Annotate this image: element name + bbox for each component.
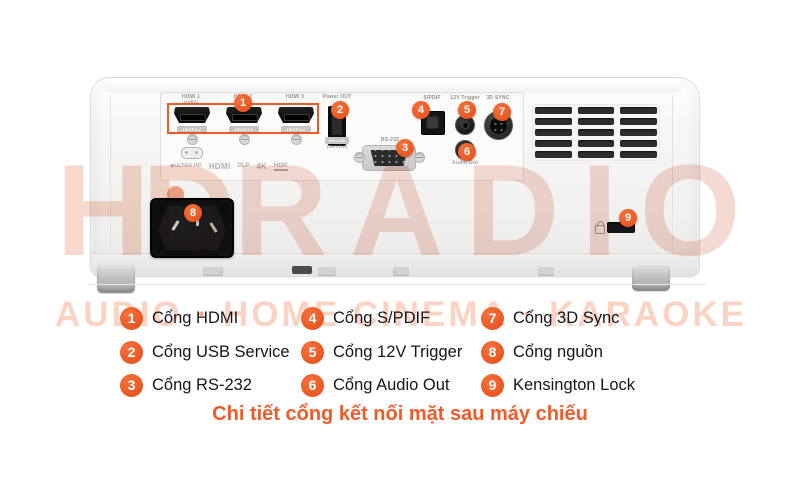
legend-num-2: 2	[120, 340, 143, 364]
legend-label-1: Cổng HDMI	[152, 308, 239, 327]
legend-label-5: Cổng 12V Trigger	[333, 342, 463, 361]
legend-num-9: 9	[481, 373, 504, 397]
hdmi-port-1	[174, 107, 210, 123]
bottom-tab	[393, 267, 409, 276]
hdr-logo: HDR	[273, 161, 288, 171]
callout-7: 7	[493, 103, 511, 121]
callout-4: 4	[412, 101, 430, 119]
hdmi1-label: HDMI 1	[181, 94, 201, 100]
legend-item-3: 3 Cổng RS-232	[120, 373, 252, 397]
tagline-karaoke: KARAOKE	[549, 295, 747, 334]
legend-num-4: 4	[301, 306, 324, 330]
3d-sync-label: 3D SYNC	[486, 95, 510, 101]
legend-label-2: Cổng USB Service	[152, 342, 290, 361]
logo-row: ◆ULTRA HD HDMI DLP 4K HDR	[170, 160, 320, 172]
hdcp-label-2: HDCP 2.2	[229, 126, 259, 133]
hdmi-logo: HDMI	[208, 161, 231, 171]
hdmi-port-2	[226, 107, 262, 123]
legend-num-3: 3	[120, 373, 143, 397]
projector-foot-left	[97, 265, 135, 293]
legend-label-4: Cổng S/PDIF	[333, 308, 431, 327]
bottom-knob	[292, 266, 312, 274]
screw-hole-icon	[187, 134, 198, 145]
projector-top-edge	[104, 79, 684, 93]
usb-spec-label: 5V=1.5A	[325, 137, 349, 144]
legend-label-8: Cổng nguồn	[513, 342, 603, 361]
panel-seam-right	[672, 95, 673, 253]
hdmi-port-3	[278, 107, 314, 123]
gamepad-icon	[181, 147, 203, 159]
legend-num-6: 6	[301, 373, 324, 397]
hdcp-label-3: HDCP 2.2	[281, 126, 311, 133]
image-caption: Chi tiết cổng kết nối mặt sau máy chiếu	[212, 403, 588, 425]
bottom-tab	[538, 267, 554, 276]
legend-label-7: Cổng 3D Sync	[513, 308, 620, 327]
power-out-label: Power OUT	[322, 94, 352, 100]
callout-8: 8	[184, 204, 202, 222]
hdmi3-label: HDMI 3	[285, 94, 305, 100]
panel-seam-left	[110, 95, 111, 253]
callout-2: 2	[331, 101, 349, 119]
bottom-tab	[203, 267, 223, 276]
spdif-port	[421, 111, 445, 135]
callout-9: 9	[619, 209, 637, 227]
kensington-lock-slot	[607, 222, 635, 233]
tagline-home-cinema: HOME CINEMA	[223, 295, 509, 334]
diamond-icon: ◆	[170, 163, 175, 169]
callout-5: 5	[458, 101, 476, 119]
legend-item-7: 7 Cổng 3D Sync	[481, 306, 619, 330]
legend-num-1: 1	[120, 306, 143, 330]
trigger-label: 12V Trigger	[450, 95, 480, 101]
ground-line	[90, 284, 706, 285]
tagline-audio: AUDIO	[55, 295, 183, 334]
screw-hole-icon	[291, 134, 302, 145]
watermark-signal-dot-icon	[167, 186, 184, 203]
tagline-separator: •	[198, 306, 208, 323]
legend-item-5: 5 Cổng 12V Trigger	[301, 340, 462, 364]
legend-item-6: 6 Cổng Audio Out	[301, 373, 450, 397]
spdif-label: S/PDIF	[423, 95, 441, 101]
callout-1: 1	[234, 94, 252, 112]
legend-item-4: 4 Cổng S/PDIF	[301, 306, 430, 330]
legend-label-6: Cổng Audio Out	[333, 375, 450, 394]
audio-out-label: Audio Out	[452, 160, 478, 166]
panel-seam-bottom	[91, 253, 697, 254]
4k-logo: 4K	[256, 161, 267, 171]
lock-icon	[595, 221, 605, 234]
legend-label-9: Kensington Lock	[513, 375, 636, 394]
screw-hole-icon	[414, 152, 425, 163]
hdcp-label-1: HDCP 2.2	[177, 126, 207, 133]
projector-foot-right	[632, 265, 670, 291]
ultra-hd-logo: ◆ULTRA HD	[170, 163, 202, 169]
tagline-watermark: AUDIO • HOME CINEMA • KARAOKE	[55, 294, 747, 336]
tagline-separator: •	[524, 306, 534, 323]
legend-item-1: 1 Cổng HDMI	[120, 306, 238, 330]
screw-hole-icon	[239, 134, 250, 145]
legend-num-5: 5	[301, 340, 324, 364]
dlp-logo: DLP	[237, 163, 250, 169]
legend-item-8: 8 Cổng nguồn	[481, 340, 603, 364]
vent-grille	[532, 104, 660, 161]
legend-num-8: 8	[481, 340, 504, 364]
legend-item-9: 9 Kensington Lock	[481, 373, 635, 397]
hdmi1-earc-label: (eARC)	[183, 99, 199, 104]
legend-item-2: 2 Cổng USB Service	[120, 340, 290, 364]
callout-3: 3	[396, 139, 414, 157]
screw-hole-icon	[354, 152, 365, 163]
usb-service-label: (Service)	[326, 144, 348, 149]
legend-num-7: 7	[481, 306, 504, 330]
callout-6: 6	[458, 143, 476, 161]
rs232-label: RS-232	[380, 137, 400, 143]
legend-label-3: Cổng RS-232	[152, 375, 252, 394]
bottom-tab	[318, 267, 336, 276]
